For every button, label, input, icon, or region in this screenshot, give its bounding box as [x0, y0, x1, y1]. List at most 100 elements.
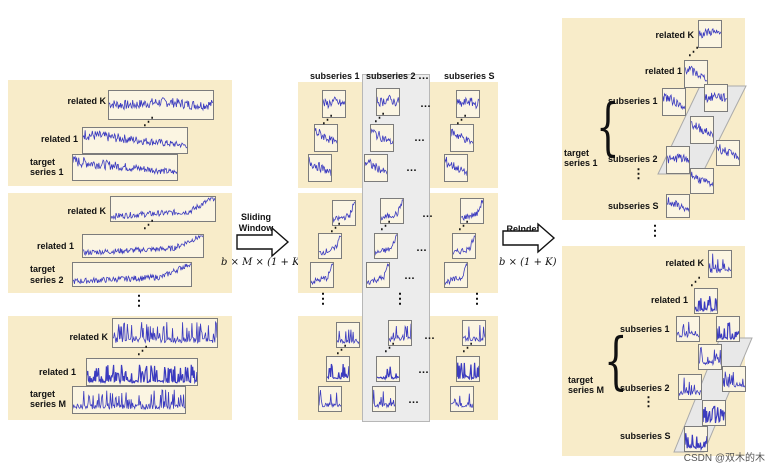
s2-r3-col2-tgt — [372, 386, 396, 412]
arrow2-formula: b × (1 + K) — [499, 257, 557, 268]
s1-g1-diag-ellipsis: ⋰ — [143, 116, 154, 128]
sparkline-path — [87, 364, 197, 385]
sparkline-path — [111, 197, 215, 221]
sparkline-path — [73, 263, 191, 285]
s2-r2-ellipsis-c: … — [404, 270, 415, 282]
s3-g2-diag-ellipsis: ⋰ — [690, 276, 701, 288]
sparkline-path — [679, 377, 701, 397]
sparkline — [445, 263, 467, 286]
s2-r1-col3-rel1 — [450, 124, 474, 152]
s2-r1-col2-tgt — [364, 154, 388, 182]
watermark: CSDN @双木的木 — [683, 453, 765, 464]
s2-vertical-ellipsis-col2: ⋮ — [393, 290, 407, 306]
sparkline-path — [685, 65, 707, 82]
s2-r1-ellipsis-c: … — [406, 162, 417, 174]
s2-r3-col2-diag: ⋰ — [384, 342, 395, 354]
s2-r1-col2-diag: ⋰ — [374, 112, 385, 124]
sparkline — [83, 130, 187, 149]
s3-g1-related-k-plot — [698, 20, 722, 48]
sparkline-path — [445, 263, 467, 286]
s2-r2-col1-tgt — [310, 262, 334, 288]
sparkline-path — [327, 363, 349, 380]
s2-r2-col2-rel1 — [374, 233, 398, 259]
sparkline — [461, 199, 483, 221]
s3-g1-related-1-label: related 1 — [644, 66, 682, 76]
s2-header-subseries-2: subseries 2 — [366, 71, 416, 81]
sparkline-path — [699, 27, 721, 39]
sparkline-path — [703, 405, 725, 424]
s3-g2-sub2-b — [722, 366, 746, 392]
sparkline — [451, 393, 473, 408]
sparkline-path — [309, 156, 331, 176]
s2-r3-ellipsis-b: … — [418, 364, 429, 376]
sparkline — [371, 128, 393, 145]
s2-r1-col1-rel1 — [314, 124, 338, 152]
s2-r3-col1-tgt — [318, 386, 342, 412]
s2-r2-col3-tgt — [444, 262, 468, 288]
s3-g1-subseries-s-label: subseries S — [608, 201, 659, 211]
s3-g1-subseries-2-label: subseries 2 — [608, 154, 658, 164]
sparkline — [327, 363, 349, 380]
s2-r3-col1-relK — [336, 322, 360, 348]
s3-g1-brace: { — [596, 90, 620, 163]
sparkline-path — [371, 128, 393, 145]
s1-g2-related-k-label: related K — [67, 206, 106, 216]
s1-g3-diag-ellipsis: ⋰ — [137, 345, 148, 357]
s3-g2-target-label-line2: series M — [568, 385, 605, 395]
sparkline-path — [375, 234, 397, 256]
sparkline-path — [451, 128, 473, 145]
sparkline-path — [337, 329, 359, 345]
sparkline — [667, 153, 689, 164]
sparkline-path — [699, 346, 721, 367]
s2-r2-col3-diag: ⋰ — [458, 220, 469, 232]
s3-g1-sub1-c — [662, 88, 686, 116]
sparkline-path — [717, 322, 739, 341]
sparkline-path — [451, 393, 473, 408]
sparkline-path — [377, 366, 399, 381]
s1-g1-target-label-line2: series 1 — [30, 167, 64, 177]
sparkline — [375, 234, 397, 256]
sparkline-path — [365, 158, 387, 175]
s1-g3-related-1-label: related 1 — [38, 367, 76, 377]
s2-vertical-ellipsis-col3: ⋮ — [470, 290, 484, 306]
s3-g1-subS-plot — [666, 194, 690, 218]
s3-g1-subseries-1-label: subseries 1 — [608, 96, 658, 106]
s2-r3-col3-tgt — [450, 386, 474, 412]
sparkline — [367, 263, 389, 285]
sparkline — [315, 128, 337, 145]
s2-r3-col1-rel1 — [326, 356, 350, 382]
s3-g2-subseries-1-label: subseries 1 — [620, 324, 670, 334]
s3-g2-subseries-2-label: subseries 2 — [620, 383, 670, 393]
sparkline — [691, 171, 713, 188]
sparkline — [663, 92, 685, 111]
sparkline — [717, 322, 739, 341]
sparkline-path — [685, 433, 707, 451]
sparkline — [109, 97, 213, 112]
arrow1-formula: b × M × (1 + K) — [221, 257, 304, 268]
s3-g2-target-label-line1: target — [568, 375, 594, 385]
sparkline — [695, 296, 717, 313]
sparkline-path — [83, 235, 203, 256]
s3-g1-diag-ellipsis: ⋰ — [688, 46, 699, 58]
s3-g1-related-k-label: related K — [655, 30, 694, 40]
sparkline — [113, 320, 217, 345]
sparkline-path — [677, 321, 699, 339]
sparkline-path — [83, 130, 187, 149]
s2-header-ellipsis: … — [418, 70, 429, 82]
sparkline-path — [323, 96, 345, 110]
s2-r3-ellipsis-a: … — [424, 330, 435, 342]
arrow1-label-line2: Window — [238, 223, 274, 233]
s1-g3-related-k-plot — [112, 318, 218, 348]
sparkline-path — [319, 235, 341, 256]
sparkline-path — [109, 97, 213, 112]
s2-r3-col2-relK — [388, 320, 412, 346]
s1-g2-related-k-plot — [110, 196, 216, 222]
s3-g2-sub1-b — [716, 316, 740, 342]
s1-g2-diag-ellipsis: ⋰ — [143, 219, 154, 231]
sparkline — [73, 263, 191, 285]
sparkline-path — [389, 323, 411, 343]
arrow1-shape — [236, 226, 290, 258]
sparkline — [723, 371, 745, 388]
sparkline — [451, 128, 473, 145]
s2-r1-col1-tgt — [308, 154, 332, 182]
